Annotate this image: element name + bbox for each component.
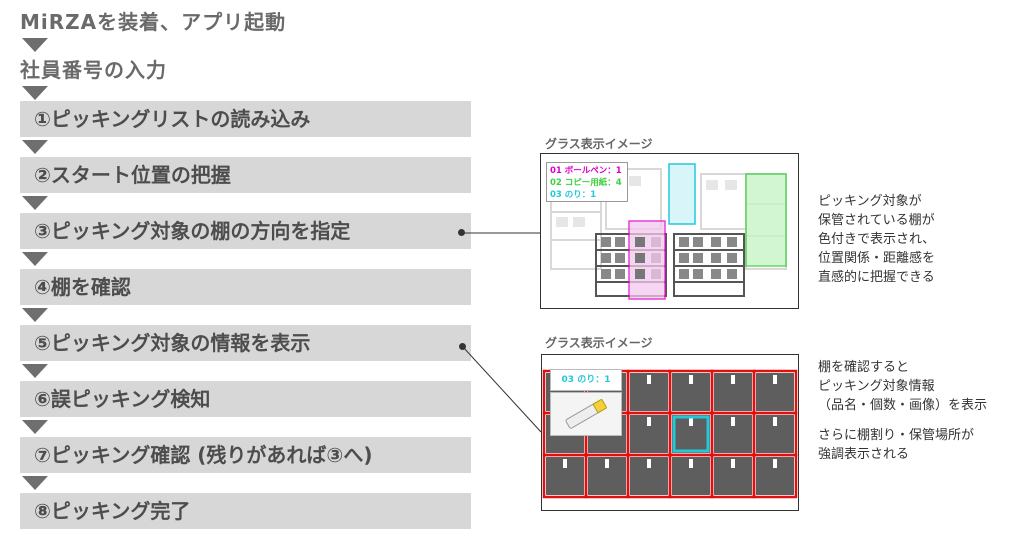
pick-list-item: 03 のり：1 xyxy=(550,190,597,200)
shelf-tag xyxy=(647,459,651,468)
shelf-tag xyxy=(731,375,735,384)
step-5: ⑤ピッキング対象の情報を表示 xyxy=(20,325,471,361)
shelf-tag xyxy=(731,459,735,468)
arrow-down-icon xyxy=(22,364,48,378)
glass-view-2: 03 のり：1 xyxy=(541,354,799,511)
shelf-tag xyxy=(773,417,777,426)
shelf-tag xyxy=(731,417,735,426)
step-6: ⑥誤ピッキング検知 xyxy=(20,381,471,417)
pick-list-item: 02 コピー用紙：4 xyxy=(550,178,622,188)
shelf-tag xyxy=(773,375,777,384)
arrow-down-icon xyxy=(22,420,48,434)
shelf-tag xyxy=(689,417,693,426)
shelf-cell-highlight xyxy=(752,453,798,499)
shelf-illustration xyxy=(550,163,787,300)
glue-stick-icon xyxy=(565,399,607,429)
step-7: ⑦ピッキング確認 (残りがあれば③へ) xyxy=(20,437,471,473)
shelf-tag xyxy=(773,459,777,468)
step-1: ①ピッキングリストの読み込み xyxy=(20,101,471,137)
pick-list-item: 01 ボールペン：1 xyxy=(550,166,622,176)
panel2-note-1: 棚を確認すると ピッキング対象情報 （品名・個数・画像）を表示 xyxy=(818,360,988,413)
arrow-down-icon xyxy=(22,140,48,154)
glass-view-1: 01 ボールペン：1 02 コピー用紙：4 03 のり：1 xyxy=(540,153,799,309)
connector-dot xyxy=(459,343,466,350)
arrow-down-icon xyxy=(22,196,48,210)
arrow-down-icon xyxy=(22,38,48,52)
shelf-tag xyxy=(689,375,693,384)
panel1-caption: グラス表示イメージ xyxy=(545,137,653,151)
arrow-down-icon xyxy=(22,86,48,100)
panel2-caption: グラス表示イメージ xyxy=(545,336,653,350)
intro-step-1: MiRZAを装着、アプリ起動 xyxy=(20,10,287,34)
panel1-note: ピッキング対象が 保管されている棚が 色付きで表示され、 位置関係・距離感を 直… xyxy=(818,194,936,285)
pick-list-overlay: 01 ボールペン：1 02 コピー用紙：4 03 のり：1 xyxy=(546,162,628,202)
shelf-tag xyxy=(647,375,651,384)
shelf-tag xyxy=(605,459,609,468)
step-4: ④棚を確認 xyxy=(20,269,471,305)
item-label-overlay: 03 のり：1 xyxy=(550,369,622,391)
step-8: ⑧ピッキング完了 xyxy=(20,493,471,529)
arrow-down-icon xyxy=(22,308,48,322)
intro-step-2: 社員番号の入力 xyxy=(20,58,167,82)
panel2-note-2: さらに棚割り・保管場所が 強調表示される xyxy=(818,428,975,462)
target-cell-highlight xyxy=(672,415,710,453)
connector-dot xyxy=(458,229,465,236)
arrow-down-icon xyxy=(22,252,48,266)
step-2: ②スタート位置の把握 xyxy=(20,157,471,193)
step-3: ③ピッキング対象の棚の方向を指定 xyxy=(20,213,471,249)
arrow-down-icon xyxy=(22,476,48,490)
shelf-tag xyxy=(689,459,693,468)
item-image-overlay xyxy=(550,392,622,436)
shelf-tag xyxy=(563,459,567,468)
shelf-tag xyxy=(647,417,651,426)
